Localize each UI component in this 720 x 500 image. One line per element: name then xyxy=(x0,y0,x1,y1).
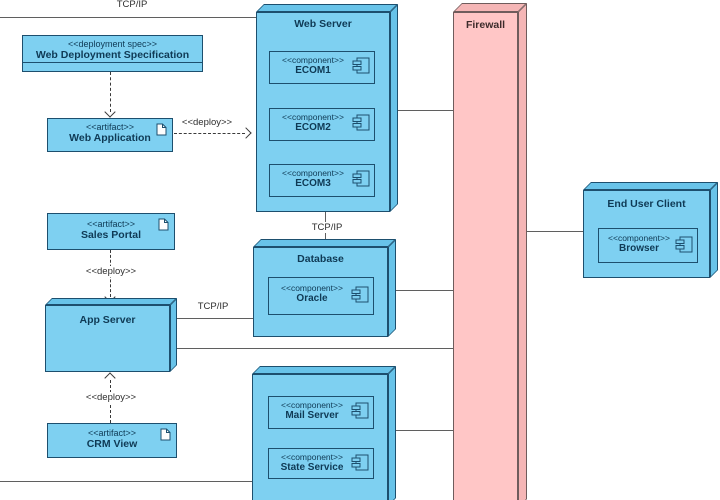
artifact-name: Web Application xyxy=(69,132,151,144)
component-ecom2[interactable]: <<component>> ECOM2 xyxy=(269,108,375,141)
node-app-server[interactable]: App Server xyxy=(45,298,177,372)
connector-database-firewall[interactable] xyxy=(396,290,454,291)
component-oracle[interactable]: <<component>> Oracle xyxy=(268,277,374,315)
deployment-spec-box[interactable]: <<deployment spec>> Web Deployment Speci… xyxy=(22,35,203,72)
component-name: ECOM3 xyxy=(295,178,331,189)
dependency-spec-webapp[interactable] xyxy=(110,72,111,112)
node-3d-top xyxy=(253,239,396,247)
artifact-name: Sales Portal xyxy=(80,229,142,241)
node-3d-top xyxy=(45,298,177,305)
node-title: Database xyxy=(297,253,344,265)
spec-stereotype: <<deployment spec>> xyxy=(67,39,158,49)
label-deploy-crm[interactable]: <<deploy>> xyxy=(78,392,144,403)
arrowhead-down-icon xyxy=(104,106,116,118)
arrowhead-right-icon xyxy=(240,127,252,139)
component-stereotype: <<component>> xyxy=(281,283,343,293)
spec-name: Web Deployment Specification xyxy=(35,49,190,61)
arrowhead-up-icon xyxy=(104,372,116,384)
artifact-stereotype: <<artifact>> xyxy=(87,428,137,438)
node-3d-side xyxy=(388,366,396,500)
node-3d-top xyxy=(583,182,718,190)
component-icon xyxy=(675,236,693,258)
node-face: App Server xyxy=(45,305,170,372)
node-face: Database <<component>> Oracle xyxy=(253,247,388,337)
node-3d-side xyxy=(170,298,177,372)
component-icon xyxy=(352,114,370,136)
node-face: End User Client <<component>> Browser xyxy=(583,190,710,278)
compartment-divider xyxy=(23,62,202,63)
node-title: Web Server xyxy=(294,18,352,30)
component-name: State Service xyxy=(280,462,344,473)
node-face: Firewall xyxy=(453,12,518,500)
node-firewall[interactable]: Firewall xyxy=(453,3,527,500)
artifact-name: CRM View xyxy=(86,438,138,450)
node-3d-side xyxy=(710,182,718,278)
label-deploy-sales[interactable]: <<deploy>> xyxy=(79,266,143,277)
connector-services-firewall[interactable] xyxy=(396,430,454,431)
artifact-crm-view[interactable]: <<artifact>> CRM View xyxy=(47,423,177,458)
connector-tcpip-top[interactable] xyxy=(0,17,256,18)
label-tcpip-top[interactable]: TCP/IP xyxy=(105,0,159,10)
node-face: <<component>> Mail Server <<component>> … xyxy=(252,374,388,500)
artifact-stereotype: <<artifact>> xyxy=(86,219,136,229)
document-icon xyxy=(156,123,167,141)
component-name: Mail Server xyxy=(285,410,339,421)
component-mail-server[interactable]: <<component>> Mail Server xyxy=(268,396,374,429)
document-icon xyxy=(160,428,171,446)
component-stereotype: <<component>> xyxy=(282,112,344,122)
artifact-sales-portal[interactable]: <<artifact>> Sales Portal xyxy=(47,213,175,250)
label-tcpip-app-db[interactable]: TCP/IP xyxy=(188,301,238,312)
node-3d-side xyxy=(390,4,398,212)
component-icon xyxy=(352,57,370,79)
node-3d-top xyxy=(256,4,398,12)
artifact-stereotype: <<artifact>> xyxy=(85,122,135,132)
component-name: Browser xyxy=(618,243,659,254)
deploy-webapp-webserver[interactable] xyxy=(174,133,245,134)
component-name: Oracle xyxy=(296,293,328,304)
connector-appserver-firewall[interactable] xyxy=(165,348,454,349)
node-database[interactable]: Database <<component>> Oracle xyxy=(253,239,396,337)
label-deploy-webapp[interactable]: <<deploy>> xyxy=(177,117,237,128)
component-icon xyxy=(351,402,369,424)
document-icon xyxy=(158,218,169,236)
component-icon xyxy=(351,454,369,476)
artifact-web-application[interactable]: <<artifact>> Web Application xyxy=(47,118,173,152)
component-browser[interactable]: <<component>> Browser xyxy=(598,228,698,263)
node-services[interactable]: <<component>> Mail Server <<component>> … xyxy=(252,366,396,500)
node-3d-side xyxy=(388,239,396,337)
connector-services-left[interactable] xyxy=(0,481,253,482)
connector-firewall-enduser[interactable] xyxy=(526,231,584,232)
component-stereotype: <<component>> xyxy=(282,55,344,65)
connector-webserver-firewall[interactable] xyxy=(388,110,454,111)
node-end-user-client[interactable]: End User Client <<component>> Browser xyxy=(583,182,718,278)
node-3d-top xyxy=(453,3,527,12)
component-stereotype: <<component>> xyxy=(281,452,343,462)
component-state-service[interactable]: <<component>> State Service xyxy=(268,448,374,479)
component-stereotype: <<component>> xyxy=(608,233,670,243)
node-web-server[interactable]: Web Server <<component>> ECOM1 <<compone… xyxy=(256,4,398,212)
node-3d-top xyxy=(252,366,396,374)
node-title: End User Client xyxy=(607,198,686,210)
node-face: Web Server <<component>> ECOM1 <<compone… xyxy=(256,12,390,212)
node-title: App Server xyxy=(79,314,136,326)
component-icon xyxy=(352,170,370,192)
component-ecom3[interactable]: <<component>> ECOM3 xyxy=(269,164,375,197)
component-ecom1[interactable]: <<component>> ECOM1 xyxy=(269,51,375,84)
component-icon xyxy=(351,286,369,308)
node-title: Firewall xyxy=(465,19,506,31)
node-3d-side xyxy=(518,3,527,500)
component-stereotype: <<component>> xyxy=(282,168,344,178)
connector-appserver-database[interactable] xyxy=(165,318,254,319)
component-name: ECOM1 xyxy=(295,65,331,76)
component-stereotype: <<component>> xyxy=(281,400,343,410)
component-name: ECOM2 xyxy=(295,122,331,133)
label-tcpip-web-db[interactable]: TCP/IP xyxy=(301,222,353,233)
